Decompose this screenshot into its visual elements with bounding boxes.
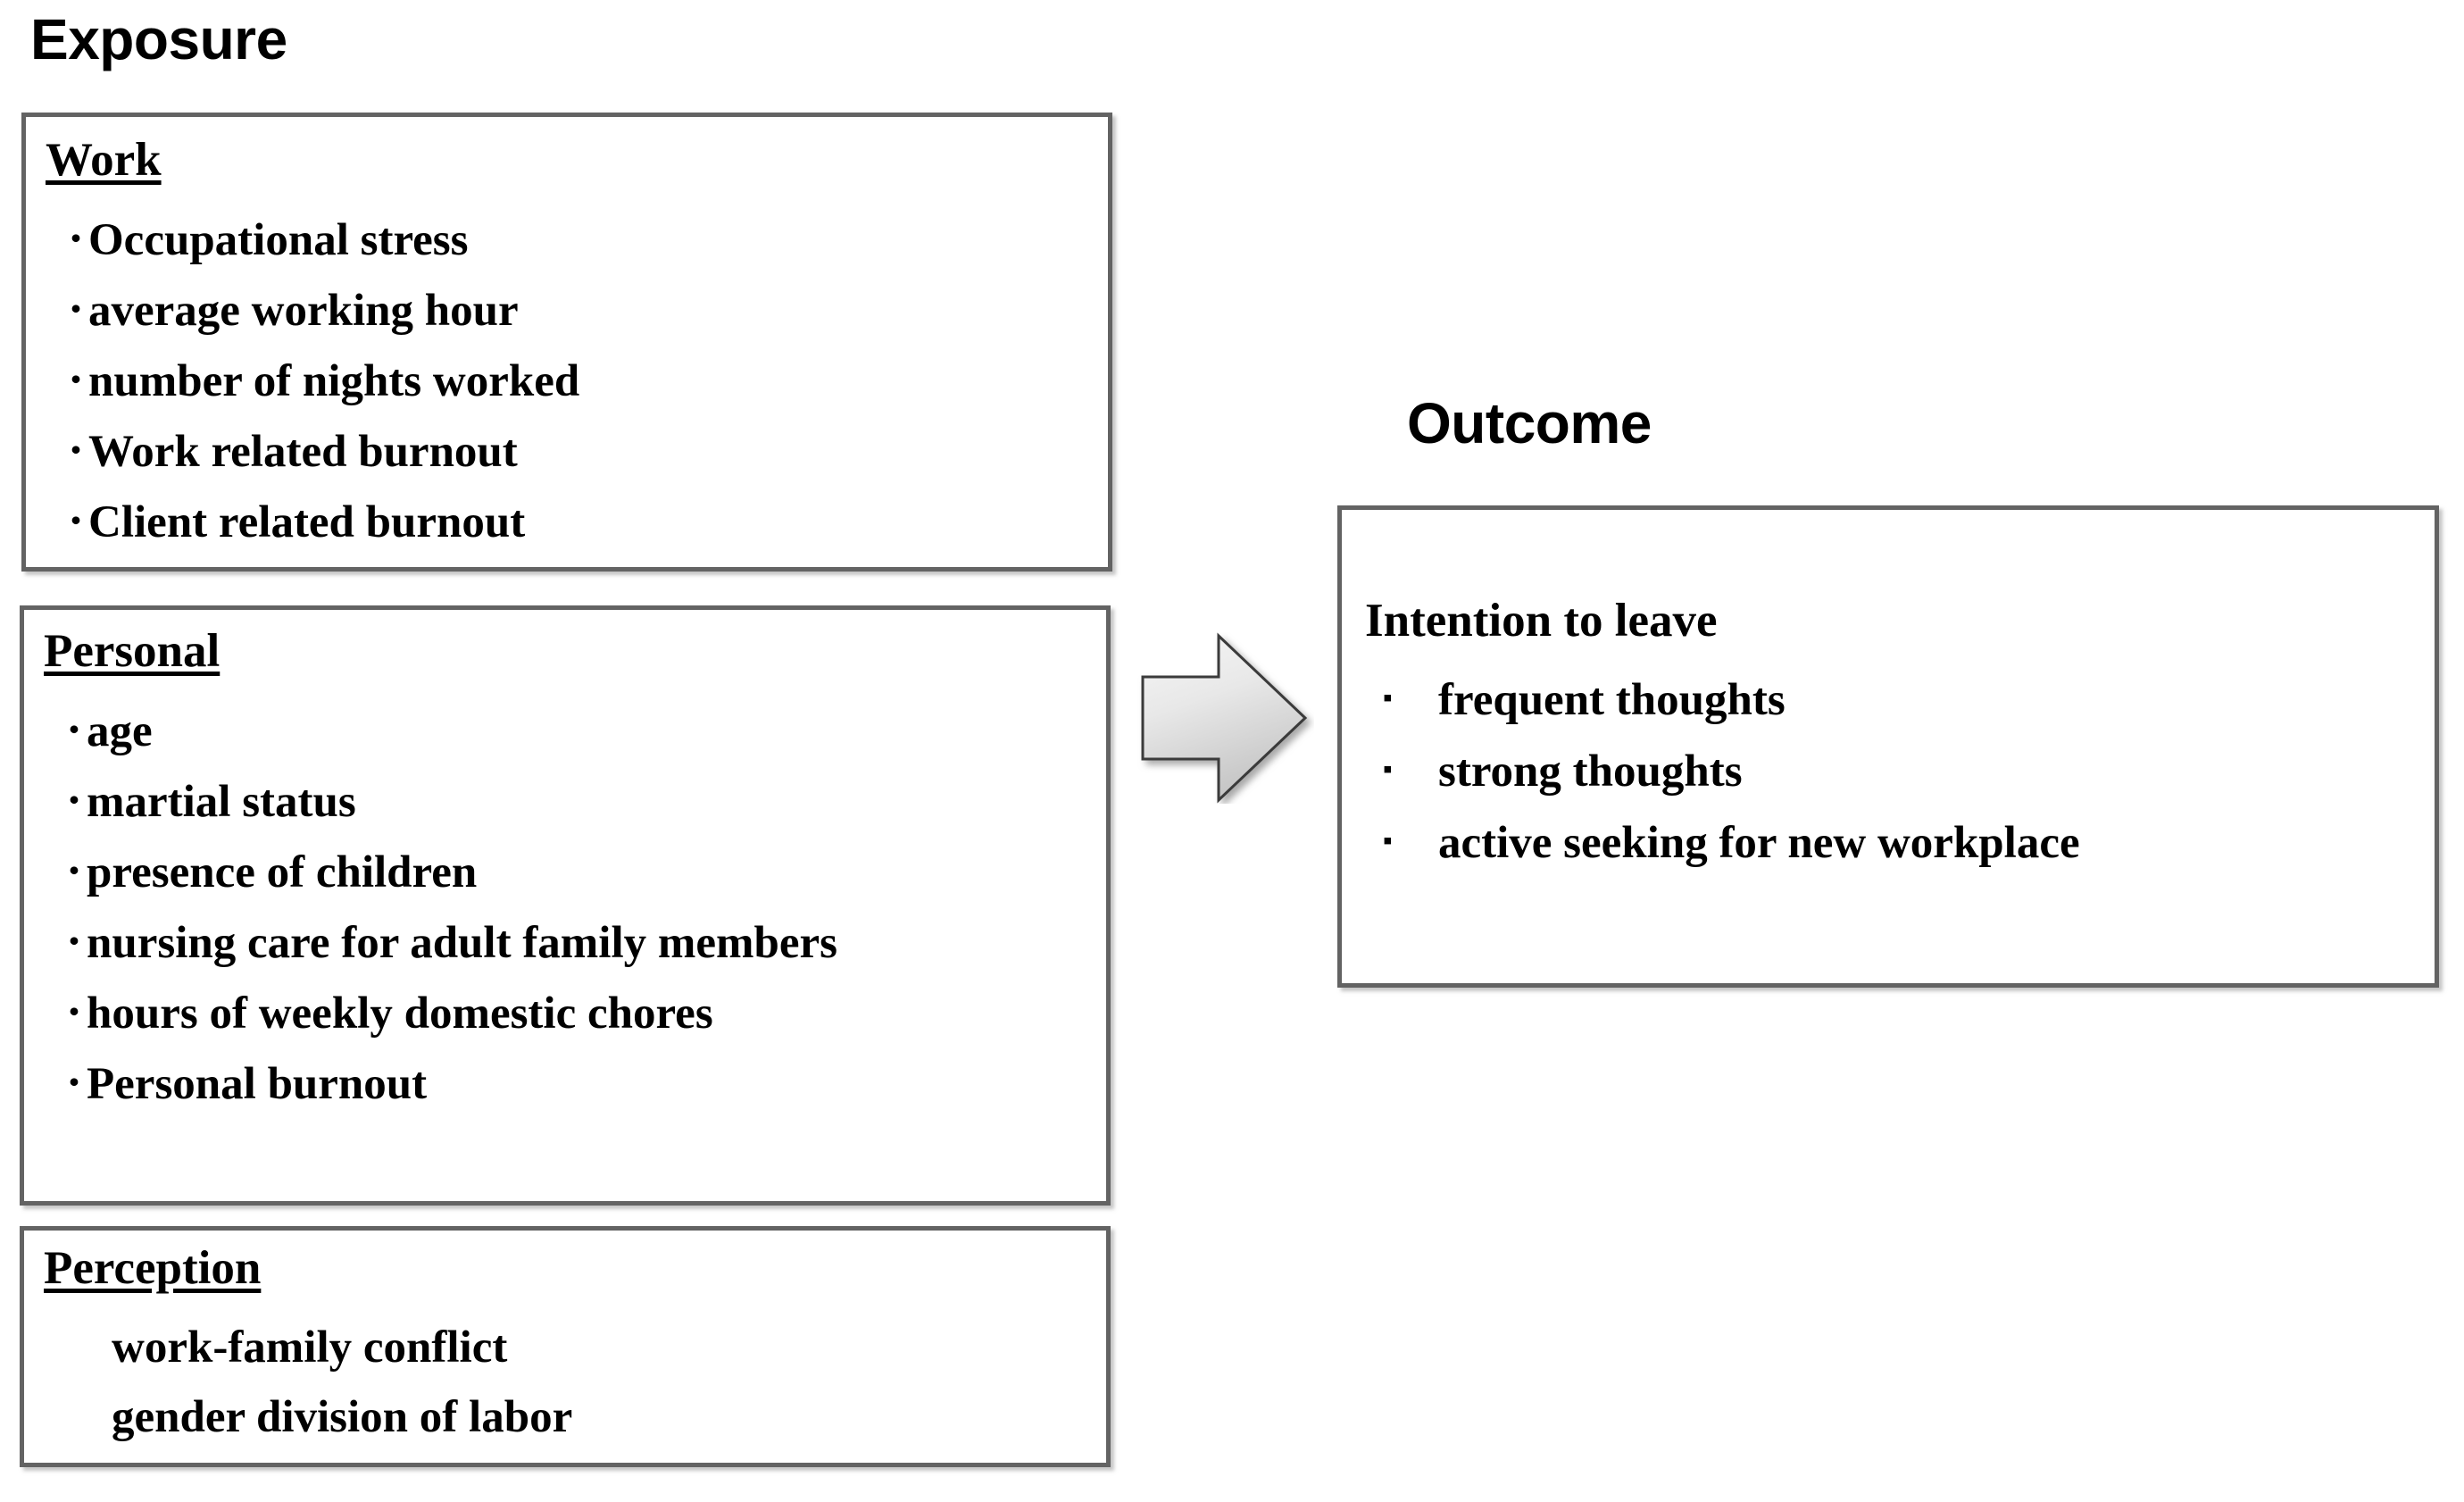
list-item: hours of weekly domestic chores <box>65 978 1065 1048</box>
list-item: strong thoughts <box>1383 735 2080 806</box>
list-item: Occupational stress <box>67 204 579 275</box>
exposure-personal-box: Personal age martial status presence of … <box>20 605 1111 1206</box>
work-box-content: Work Occupational stress average working… <box>26 117 1108 567</box>
list-item: frequent thoughts <box>1383 663 2080 735</box>
list-item: Client related burnout <box>67 487 579 557</box>
list-item: active seeking for new workplace <box>1383 806 2080 878</box>
list-item: martial status <box>65 766 1065 837</box>
perception-group-title: Perception <box>44 1242 262 1294</box>
outcome-box-content: Intention to leave frequent thoughts str… <box>1342 510 2435 983</box>
exposure-work-box: Work Occupational stress average working… <box>21 113 1112 572</box>
personal-group-title: Personal <box>44 625 221 677</box>
outcome-box: Intention to leave frequent thoughts str… <box>1337 505 2439 988</box>
list-item: average working hour <box>67 275 579 346</box>
list-item: nursing care for adult family members <box>65 907 1011 978</box>
perception-box-content: Perception work-family conflict gender d… <box>24 1231 1106 1463</box>
list-item: age <box>65 696 1065 766</box>
list-item: number of nights worked <box>67 346 579 416</box>
exposure-column-heading: Exposure <box>30 7 287 71</box>
personal-bullet-list: age martial status presence of children … <box>65 696 1065 1119</box>
perception-bullet-list: work-family conflict gender division of … <box>65 1313 572 1452</box>
work-group-title: Work <box>46 134 162 186</box>
right-block-arrow-icon <box>1136 632 1314 804</box>
outcome-bullet-list: frequent thoughts strong thoughts active… <box>1383 663 2080 878</box>
personal-box-content: Personal age martial status presence of … <box>24 610 1106 1201</box>
list-item: presence of children <box>65 837 1065 907</box>
exposure-perception-box: Perception work-family conflict gender d… <box>20 1226 1111 1467</box>
list-item: gender division of labor <box>112 1392 573 1442</box>
list-item: Personal burnout <box>65 1048 1065 1119</box>
list-item: work-family conflict <box>112 1323 508 1373</box>
outcome-group-title: Intention to leave <box>1365 595 1718 647</box>
work-bullet-list: Occupational stress average working hour… <box>67 204 579 557</box>
outcome-column-heading: Outcome <box>1407 391 1652 455</box>
list-item: Work related burnout <box>67 416 579 487</box>
